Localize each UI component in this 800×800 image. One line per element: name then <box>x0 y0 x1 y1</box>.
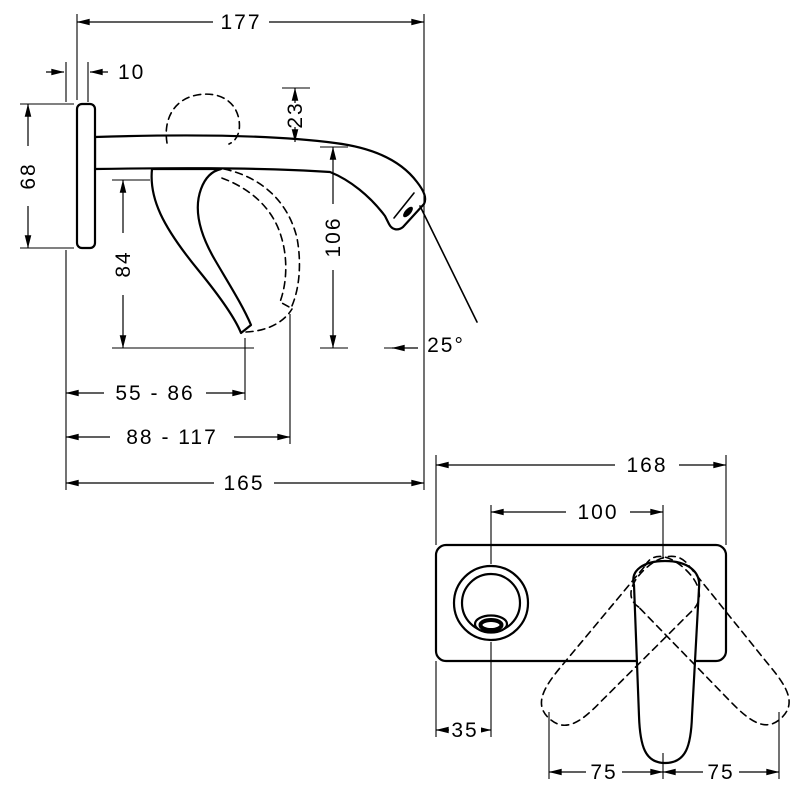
dim-plate-width-label: 168 <box>626 454 667 477</box>
dim-right-span-label: 75 <box>707 761 734 784</box>
dim-range-outer-label: 88 - 117 <box>126 426 218 449</box>
dim-handle-length: 84 <box>111 179 135 349</box>
dim-spout-reach-label: 165 <box>223 472 264 495</box>
dim-range-outer: 88 - 117 <box>65 425 291 449</box>
dim-spout-rise: 23 <box>284 87 307 143</box>
dim-spout-offset: 35 <box>435 719 492 742</box>
handle-side-profile <box>150 167 253 335</box>
dim-right-span: 75 <box>662 760 780 784</box>
spray-angle-line <box>419 205 478 323</box>
dim-plate-height: 68 <box>16 103 40 249</box>
handle-front-dashed-right <box>630 555 790 726</box>
dim-range-inner-label: 55 - 86 <box>115 382 194 405</box>
dim-left-span-label: 75 <box>590 761 617 784</box>
dim-plate-width: 168 <box>435 453 727 477</box>
front-view: 168 100 35 75 75 <box>434 453 790 784</box>
aerator-face-line <box>393 192 415 219</box>
dim-plate-height-label: 68 <box>17 162 40 189</box>
aerator-slot-icon <box>403 206 413 218</box>
handle-front-dashed-left <box>540 555 701 727</box>
dim-total-width: 177 <box>76 10 425 34</box>
spray-angle-label: 25° <box>427 334 465 357</box>
wall-plate-side <box>75 102 97 250</box>
spout-side-profile <box>93 134 427 231</box>
dim-spout-offset-label: 35 <box>451 719 478 742</box>
handle-swung-dashed-outline <box>218 168 301 310</box>
dim-total-width-label: 177 <box>220 11 261 34</box>
dim-center-distance-label: 100 <box>577 501 618 524</box>
handle-motion-arc <box>245 308 293 333</box>
dim-handle-length-label: 84 <box>112 250 135 277</box>
dim-plate-depth-label: 10 <box>118 61 145 84</box>
dim-spout-reach: 165 <box>65 471 425 495</box>
dim-left-span: 75 <box>548 760 664 784</box>
dim-outlet-height-label: 106 <box>322 216 345 257</box>
dim-spray-angle: 25° <box>384 205 478 357</box>
side-view: 25° 177 10 68 <box>16 10 478 495</box>
dim-range-inner: 55 - 86 <box>65 381 246 405</box>
dim-plate-depth: 10 <box>46 61 145 84</box>
handle-raised-dashed-outline <box>165 93 241 145</box>
handle-front <box>632 559 701 765</box>
dim-center-distance: 100 <box>490 500 664 524</box>
dim-outlet-height: 106 <box>321 146 345 349</box>
dim-spout-rise-label: 23 <box>284 101 307 128</box>
aerator-inner <box>478 618 504 632</box>
